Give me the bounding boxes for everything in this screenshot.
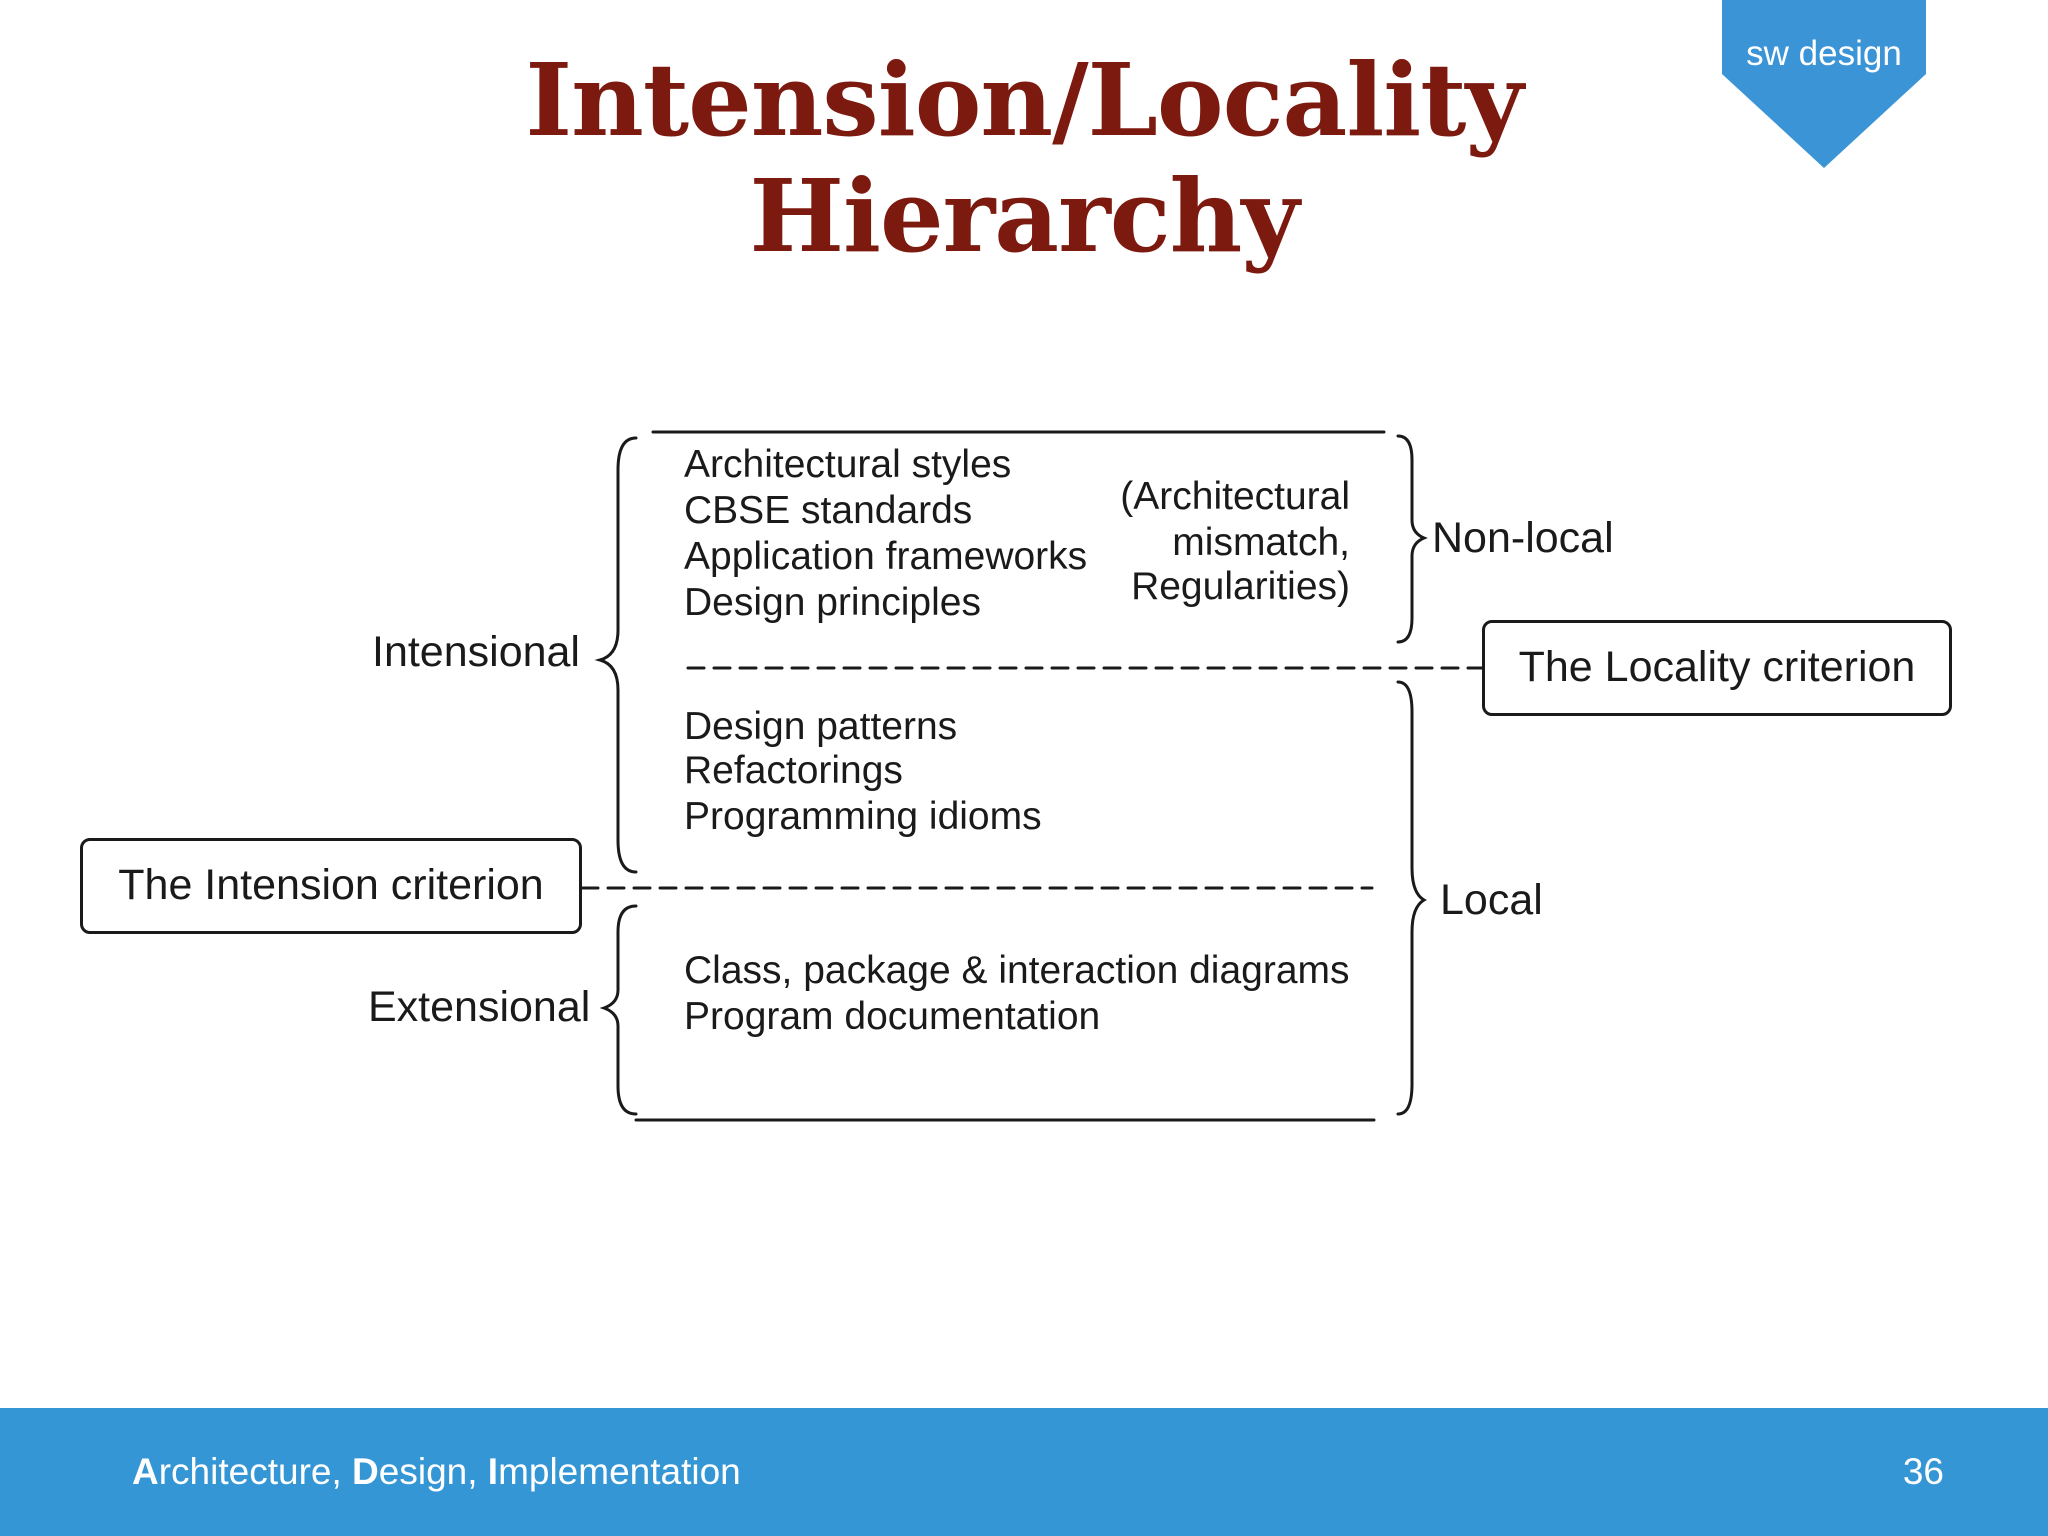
item-class-package-diagrams: Class, package & interaction diagrams [684, 949, 1350, 992]
note-line-2: mismatch, [1172, 521, 1350, 564]
item-application-frameworks: Application frameworks [684, 535, 1088, 578]
intension-criterion-box: The Intension criterion [80, 838, 582, 934]
section-tag-shape [1722, 0, 1926, 168]
title-line-1: Intension/Locality [525, 41, 1523, 159]
page-title: Intension/Locality Hierarchy [0, 42, 2048, 274]
footer-bar: Architecture, Design, Implementation 36 [0, 1408, 2048, 1536]
local-brace [1396, 680, 1427, 1116]
note-line-3: Regularities) [1131, 565, 1350, 608]
section-tag: sw design [1722, 0, 1926, 170]
item-design-principles: Design principles [684, 581, 981, 624]
item-cbse-standards: CBSE standards [684, 489, 973, 532]
footer-course-title: Architecture, Design, Implementation [132, 1450, 741, 1494]
item-architectural-styles: Architectural styles [684, 443, 1012, 486]
locality-criterion-box: The Locality criterion [1482, 620, 1952, 716]
item-design-patterns: Design patterns [684, 705, 958, 748]
label-local: Local [1440, 876, 1543, 924]
footer-text-2: esign, [378, 1451, 488, 1492]
label-non-local: Non-local [1432, 514, 1614, 562]
item-refactorings: Refactorings [684, 749, 903, 792]
title-line-2: Hierarchy [749, 157, 1300, 275]
page-number: 36 [1902, 1451, 1944, 1492]
nonlocal-brace [1396, 434, 1428, 644]
footer-text-3: mplementation [498, 1451, 741, 1492]
label-extensional: Extensional [368, 983, 591, 1031]
item-program-documentation: Program documentation [684, 995, 1101, 1038]
intension-locality-diagram: Architectural styles CBSE standards Appl… [80, 430, 1952, 1122]
footer-text-1: rchitecture, [158, 1451, 353, 1492]
footer-initial-i: I [487, 1451, 499, 1492]
footer-initial-a: A [132, 1451, 159, 1492]
footer-initial-d: D [352, 1451, 379, 1492]
label-intensional: Intensional [372, 628, 580, 676]
diagram-lines [580, 430, 1486, 1122]
note-line-1: (Architectural [1120, 475, 1350, 518]
extensional-brace [599, 904, 638, 1116]
item-programming-idioms: Programming idioms [684, 795, 1042, 838]
section-tag-label: sw design [1746, 34, 1902, 73]
intensional-brace [594, 436, 638, 874]
